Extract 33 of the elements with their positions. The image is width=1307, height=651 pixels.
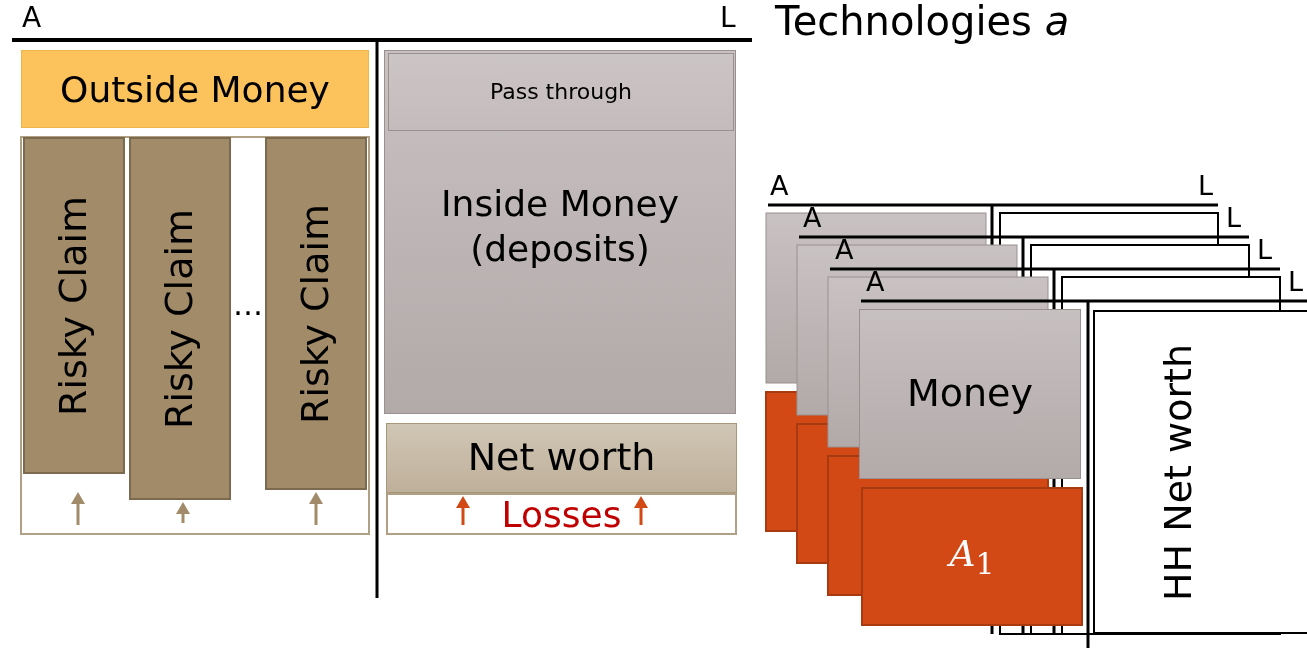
node-label: Net worth — [467, 434, 656, 482]
axis-label: A — [803, 204, 822, 231]
axis-label: A — [22, 4, 42, 32]
node-label: HH Net worth — [1155, 343, 1201, 601]
net-worth-box — [1093, 310, 1307, 634]
axis-label: L — [720, 4, 736, 32]
node-label: Outside Money — [60, 67, 330, 112]
axis-label: L — [1198, 172, 1214, 199]
outside-money-box — [21, 50, 369, 128]
axis-label: L — [1226, 204, 1242, 231]
risky-claim-bar — [129, 137, 231, 500]
axis-label: L — [1288, 268, 1304, 295]
node-label: Risky Claim — [50, 195, 97, 416]
node-label: Money — [907, 370, 1033, 418]
money-box — [859, 309, 1081, 479]
asset-box — [861, 487, 1083, 626]
axis-label: A — [770, 172, 789, 199]
risky-claim-bar — [23, 137, 125, 474]
node-label: Risky Claim — [156, 208, 203, 429]
losses-label: Losses — [501, 492, 622, 537]
pass-through-box — [388, 53, 734, 131]
net-worth-box — [386, 423, 737, 493]
node-label: Inside Money (deposits) — [440, 182, 680, 271]
risky-claim-bar — [265, 137, 367, 490]
axis-label: A — [866, 268, 885, 295]
ellipsis: … — [233, 290, 263, 320]
inside-money-box — [384, 50, 736, 414]
losses-box — [386, 493, 737, 535]
axis-label: L — [1257, 236, 1273, 263]
node-label: Risky Claim — [292, 203, 339, 424]
axis-label: A — [835, 236, 854, 263]
node-label: A$_{1}$ — [949, 531, 995, 583]
node-label: Pass through — [489, 78, 633, 106]
